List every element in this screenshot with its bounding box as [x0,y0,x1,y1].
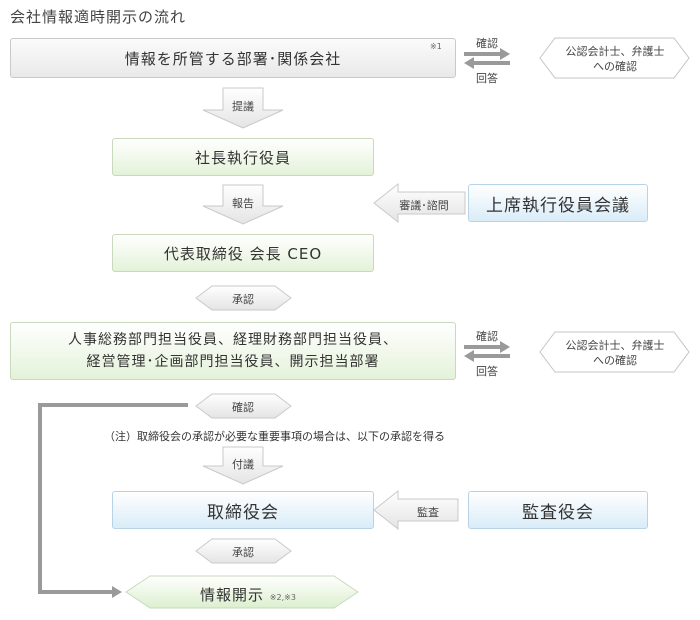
confirm-arrow-right-2 [464,341,510,353]
disclosure-label-wrap: 情報開示 ※2,※3 [200,584,296,605]
deliberate-left-arrow [373,182,466,224]
exec-meeting-box: 上席執行役員会議 [468,184,648,222]
disclosure-hexagon [125,575,359,609]
dept-box: 情報を所管する部署･関係会社 [10,38,456,78]
deliberate-label: 審議･諮問 [399,199,449,212]
submit-down-arrow [202,446,284,485]
confirm-label-2: 確認 [476,330,498,343]
propose-label: 提議 [232,100,254,113]
check-label: 確認 [232,401,254,414]
note-text: （注）取締役会の承認が必要な重要事項の場合は、以下の承認を得る [104,430,445,443]
audit-label: 監査 [417,506,439,519]
submit-label: 付議 [232,458,254,471]
officers-label: 人事総務部門担当役員、経理財務部門担当役員、 経営管理･企画部門担当役員、開示担… [68,332,398,370]
audit-left-arrow [373,489,459,531]
approve2-hexagon [195,538,292,564]
president-box: 社長執行役員 [112,138,374,176]
exec-meeting-label: 上席執行役員会議 [486,195,630,216]
ceo-label: 代表取締役 会長 CEO [163,244,323,263]
reply-label-2: 回答 [476,365,498,378]
approve-label: 承認 [232,293,254,306]
propose-down-arrow [202,87,284,129]
bypass-connector-line [38,403,188,594]
approve-hexagon [195,285,292,311]
audit-firm-label-1: 公認会計士、弁護士 への確認 [565,45,665,73]
ceo-box: 代表取締役 会長 CEO [112,234,374,272]
audit-firm-hexagon-2 [539,331,690,373]
reply-arrow-left-2 [464,350,510,362]
bypass-connector-arrowhead [112,586,122,598]
approve2-label: 承認 [232,546,254,559]
dept-label: 情報を所管する部署･関係会社 [124,49,342,68]
dept-note: ※1 [430,42,442,51]
report-label: 報告 [232,197,254,210]
president-label: 社長執行役員 [194,148,291,167]
audit-board-label: 監査役会 [522,502,594,523]
reply-label-1: 回答 [476,72,498,85]
confirm-arrow-right-1 [464,48,510,60]
audit-firm-label-2: 公認会計士、弁護士 への確認 [565,339,665,367]
check-hexagon [195,393,292,419]
report-down-arrow [202,184,284,225]
disclosure-label: 情報開示 [200,586,265,604]
board-label: 取締役会 [207,502,279,523]
reply-arrow-left-1 [464,57,510,69]
officers-box: 人事総務部門担当役員、経理財務部門担当役員、 経営管理･企画部門担当役員、開示担… [10,322,456,380]
page-title: 会社情報適時開示の流れ [10,8,187,26]
confirm-label-1: 確認 [476,37,498,50]
board-box: 取締役会 [112,491,374,529]
audit-firm-hexagon-1 [539,37,690,79]
audit-board-box: 監査役会 [468,491,648,529]
disclosure-note: ※2,※3 [269,593,296,602]
